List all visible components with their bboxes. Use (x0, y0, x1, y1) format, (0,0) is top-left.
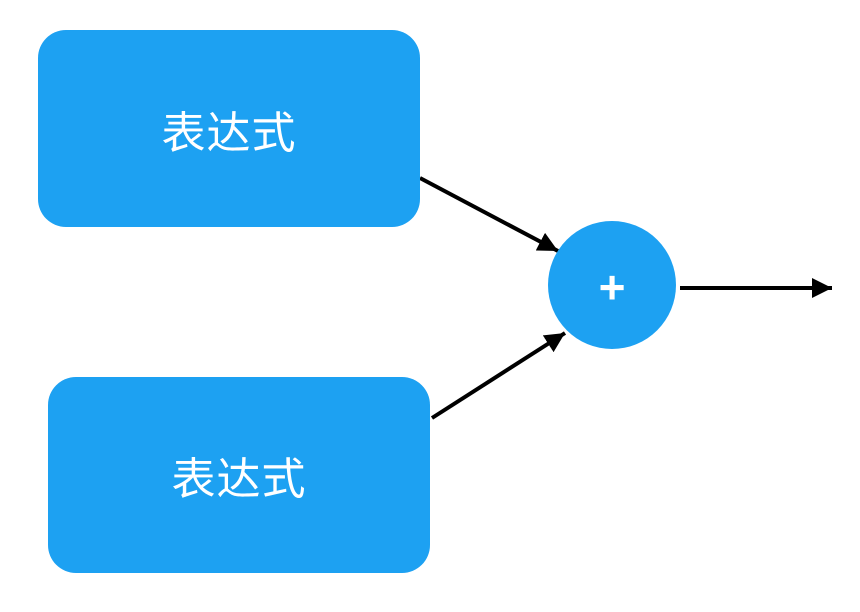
plus-operator-label: + (598, 261, 626, 313)
node-plus-operator: + (548, 221, 676, 349)
node-expression-bottom-label: 表达式 (171, 455, 307, 504)
node-expression-bottom: 表达式 (48, 377, 430, 573)
edge-top-expression-to-operator-arrow (419, 176, 559, 253)
node-expression-top-label: 表达式 (161, 108, 297, 158)
node-expression-top: 表达式 (38, 30, 420, 227)
edge-bottom-expression-to-operator-arrow (430, 331, 567, 420)
